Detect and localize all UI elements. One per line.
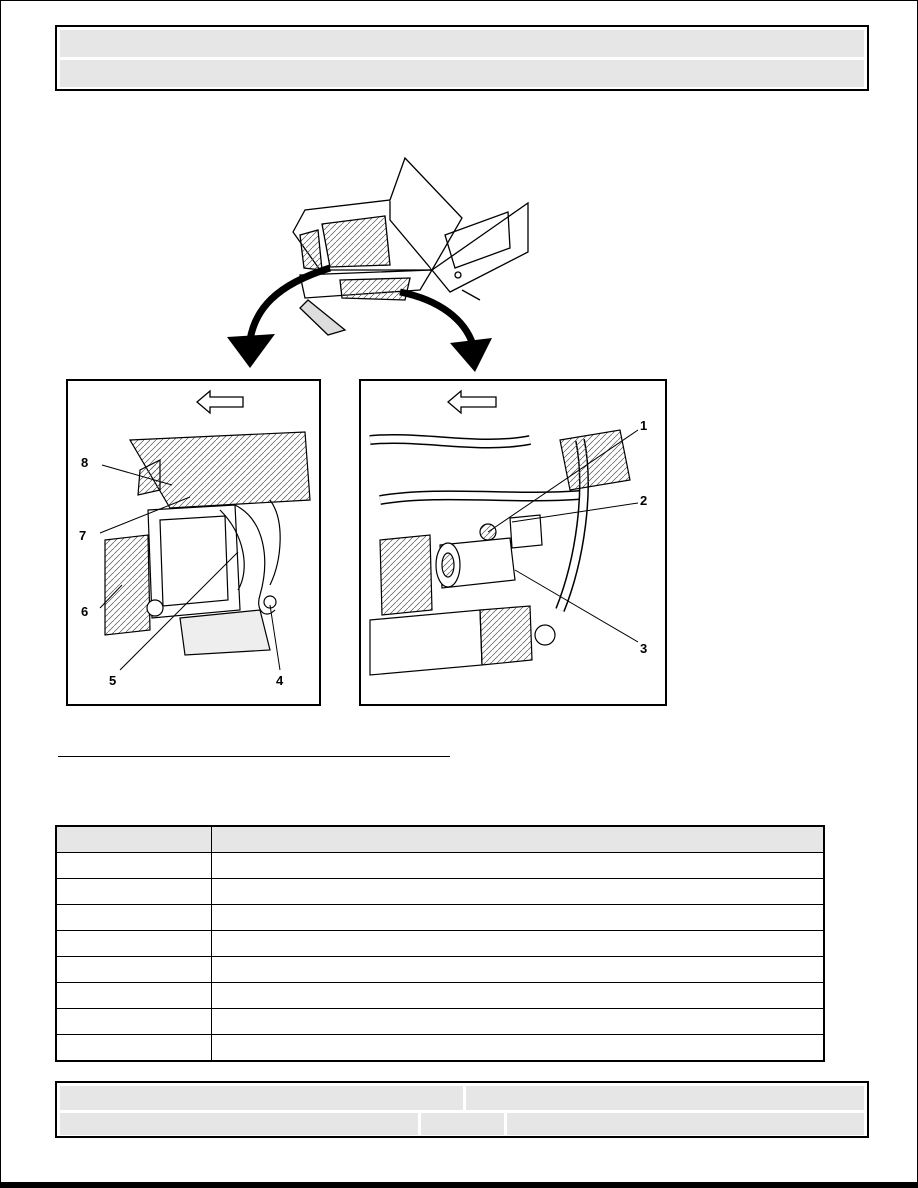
legend-component-cell xyxy=(211,1034,825,1062)
legend-callout-cell xyxy=(55,930,212,957)
legend-callout-cell xyxy=(55,904,212,931)
legend-component-cell xyxy=(211,930,825,957)
callout-6: 6 xyxy=(81,604,88,619)
callout-5: 5 xyxy=(109,673,116,688)
figure-divider xyxy=(58,756,450,757)
legend-component-cell xyxy=(211,904,825,931)
header-title xyxy=(60,30,864,57)
callout-2: 2 xyxy=(640,493,647,508)
legend-component-cell xyxy=(211,852,825,879)
callout-3: 3 xyxy=(640,641,647,656)
legend-header-callout xyxy=(55,825,212,853)
legend-header-row xyxy=(55,825,825,853)
left-arrow-outline-icon xyxy=(446,389,497,415)
callout-legend-table xyxy=(55,825,825,1062)
vehicle-overview xyxy=(292,156,529,336)
curved-arrow-left xyxy=(227,264,332,368)
table-row xyxy=(55,852,825,879)
legend-callout-cell xyxy=(55,956,212,983)
legend-header-component xyxy=(211,825,825,853)
legend-component-cell xyxy=(211,982,825,1009)
callout-4: 4 xyxy=(276,673,284,688)
right-detail-panel: 1 2 3 xyxy=(359,379,667,706)
figure-illustration: 8 7 6 5 4 xyxy=(66,156,667,706)
callout-1: 1 xyxy=(640,418,647,433)
legend-callout-cell xyxy=(55,1008,212,1035)
header-subtitle xyxy=(60,60,864,87)
footer-bottom-mid xyxy=(421,1113,504,1135)
curved-arrow-right xyxy=(399,288,492,372)
component-location-figure: 8 7 6 5 4 xyxy=(60,140,690,720)
table-row xyxy=(55,930,825,957)
document-footer xyxy=(55,1081,869,1138)
legend-component-cell xyxy=(211,878,825,905)
footer-bottom-left xyxy=(60,1113,418,1135)
table-row xyxy=(55,956,825,983)
callout-7: 7 xyxy=(79,528,86,543)
table-row xyxy=(55,904,825,931)
legend-callout-cell xyxy=(55,878,212,905)
legend-component-cell xyxy=(211,1008,825,1035)
legend-component-cell xyxy=(211,956,825,983)
document-header xyxy=(55,25,869,91)
left-arrow-outline-icon xyxy=(195,389,244,415)
legend-callout-cell xyxy=(55,852,212,879)
table-row xyxy=(55,982,825,1009)
footer-top-left xyxy=(60,1086,463,1110)
table-row xyxy=(55,1008,825,1035)
footer-top-right xyxy=(466,1086,864,1110)
footer-bottom-right xyxy=(507,1113,864,1135)
table-row xyxy=(55,1034,825,1062)
legend-callout-cell xyxy=(55,982,212,1009)
legend-callout-cell xyxy=(55,1034,212,1062)
table-row xyxy=(55,878,825,905)
left-detail-panel: 8 7 6 5 4 xyxy=(66,379,321,706)
callout-8: 8 xyxy=(81,455,88,470)
